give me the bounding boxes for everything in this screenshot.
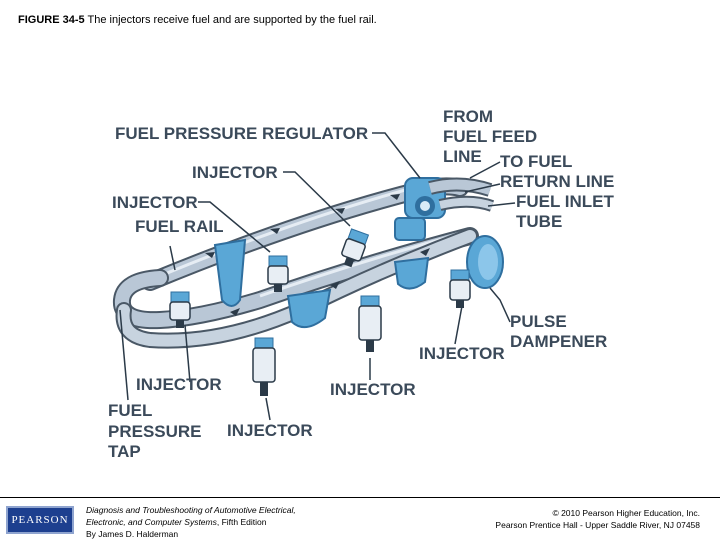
label-injector-bottom-left: INJECTOR [136,375,222,394]
label-fuel-pressure-regulator: FUEL PRESSURE REGULATOR [115,124,368,143]
label-injector-right: INJECTOR [419,344,505,363]
copyright-notice: © 2010 Pearson Higher Education, Inc. Pe… [400,507,700,531]
label-injector-top: INJECTOR [192,163,278,182]
label-fuel-pressure-tap-3: TAP [108,442,141,461]
injector-bottom-left [252,337,276,396]
label-fuel-inlet-tube-2: TUBE [516,212,562,231]
pulse-dampener [466,235,504,289]
footer-divider [0,497,720,498]
fuel-feed-lines [428,177,495,212]
label-to-fuel-return-1: TO FUEL [500,152,572,171]
flow-arrows [205,194,430,316]
injector-left [169,291,191,328]
figure-number: FIGURE 34-5 [18,14,85,26]
copyright-line: © 2010 Pearson Higher Education, Inc. [552,508,700,518]
pearson-logo: PEARSON [6,506,74,534]
injector-upper-left [267,255,289,292]
label-from-fuel-feed-line-1: FROM [443,107,493,126]
book-title-line2: Electronic, and Computer Systems [86,517,217,527]
publisher-line: Pearson Prentice Hall - Upper Saddle Riv… [495,520,700,530]
book-title-line1: Diagnosis and Troubleshooting of Automot… [86,505,296,515]
fuel-rail-diagram: FUEL PRESSURE REGULATOR FROM FUEL FEED L… [108,107,615,461]
book-edition: , Fifth Edition [216,517,267,527]
label-injector-bottom-center: INJECTOR [227,421,313,440]
injectors [169,228,471,396]
label-pulse-dampener-1: PULSE [510,312,567,331]
label-injector-bottom-mid: INJECTOR [330,380,416,399]
label-from-fuel-feed-line-2: FUEL FEED [443,127,537,146]
label-pulse-dampener-2: DAMPENER [510,332,607,351]
bracket-left [213,238,247,307]
label-from-fuel-feed-line-3: LINE [443,147,482,166]
injector-bottom-mid [358,295,382,352]
label-fuel-pressure-tap-1: FUEL [108,401,152,420]
diagram-labels: FUEL PRESSURE REGULATOR FROM FUEL FEED L… [108,107,615,461]
injector-right [449,269,471,308]
label-fuel-pressure-tap-2: PRESSURE [108,422,202,441]
label-fuel-inlet-tube-1: FUEL INLET [516,192,615,211]
injector-upper-mid [341,228,370,268]
leader-lines [119,132,516,421]
book-citation: Diagnosis and Troubleshooting of Automot… [86,504,376,540]
book-author: By James D. Halderman [86,529,179,539]
bracket-mid [286,288,332,329]
label-fuel-rail: FUEL RAIL [135,217,223,236]
figure-caption: FIGURE 34-5 The injectors receive fuel a… [18,14,377,26]
label-to-fuel-return-2: RETURN LINE [500,172,614,191]
book-title-line2-wrap: Electronic, and Computer Systems, Fifth … [86,516,376,528]
bracket-right [393,256,430,290]
label-injector-left: INJECTOR [112,193,198,212]
figure-caption-text: The injectors receive fuel and are suppo… [87,14,377,26]
